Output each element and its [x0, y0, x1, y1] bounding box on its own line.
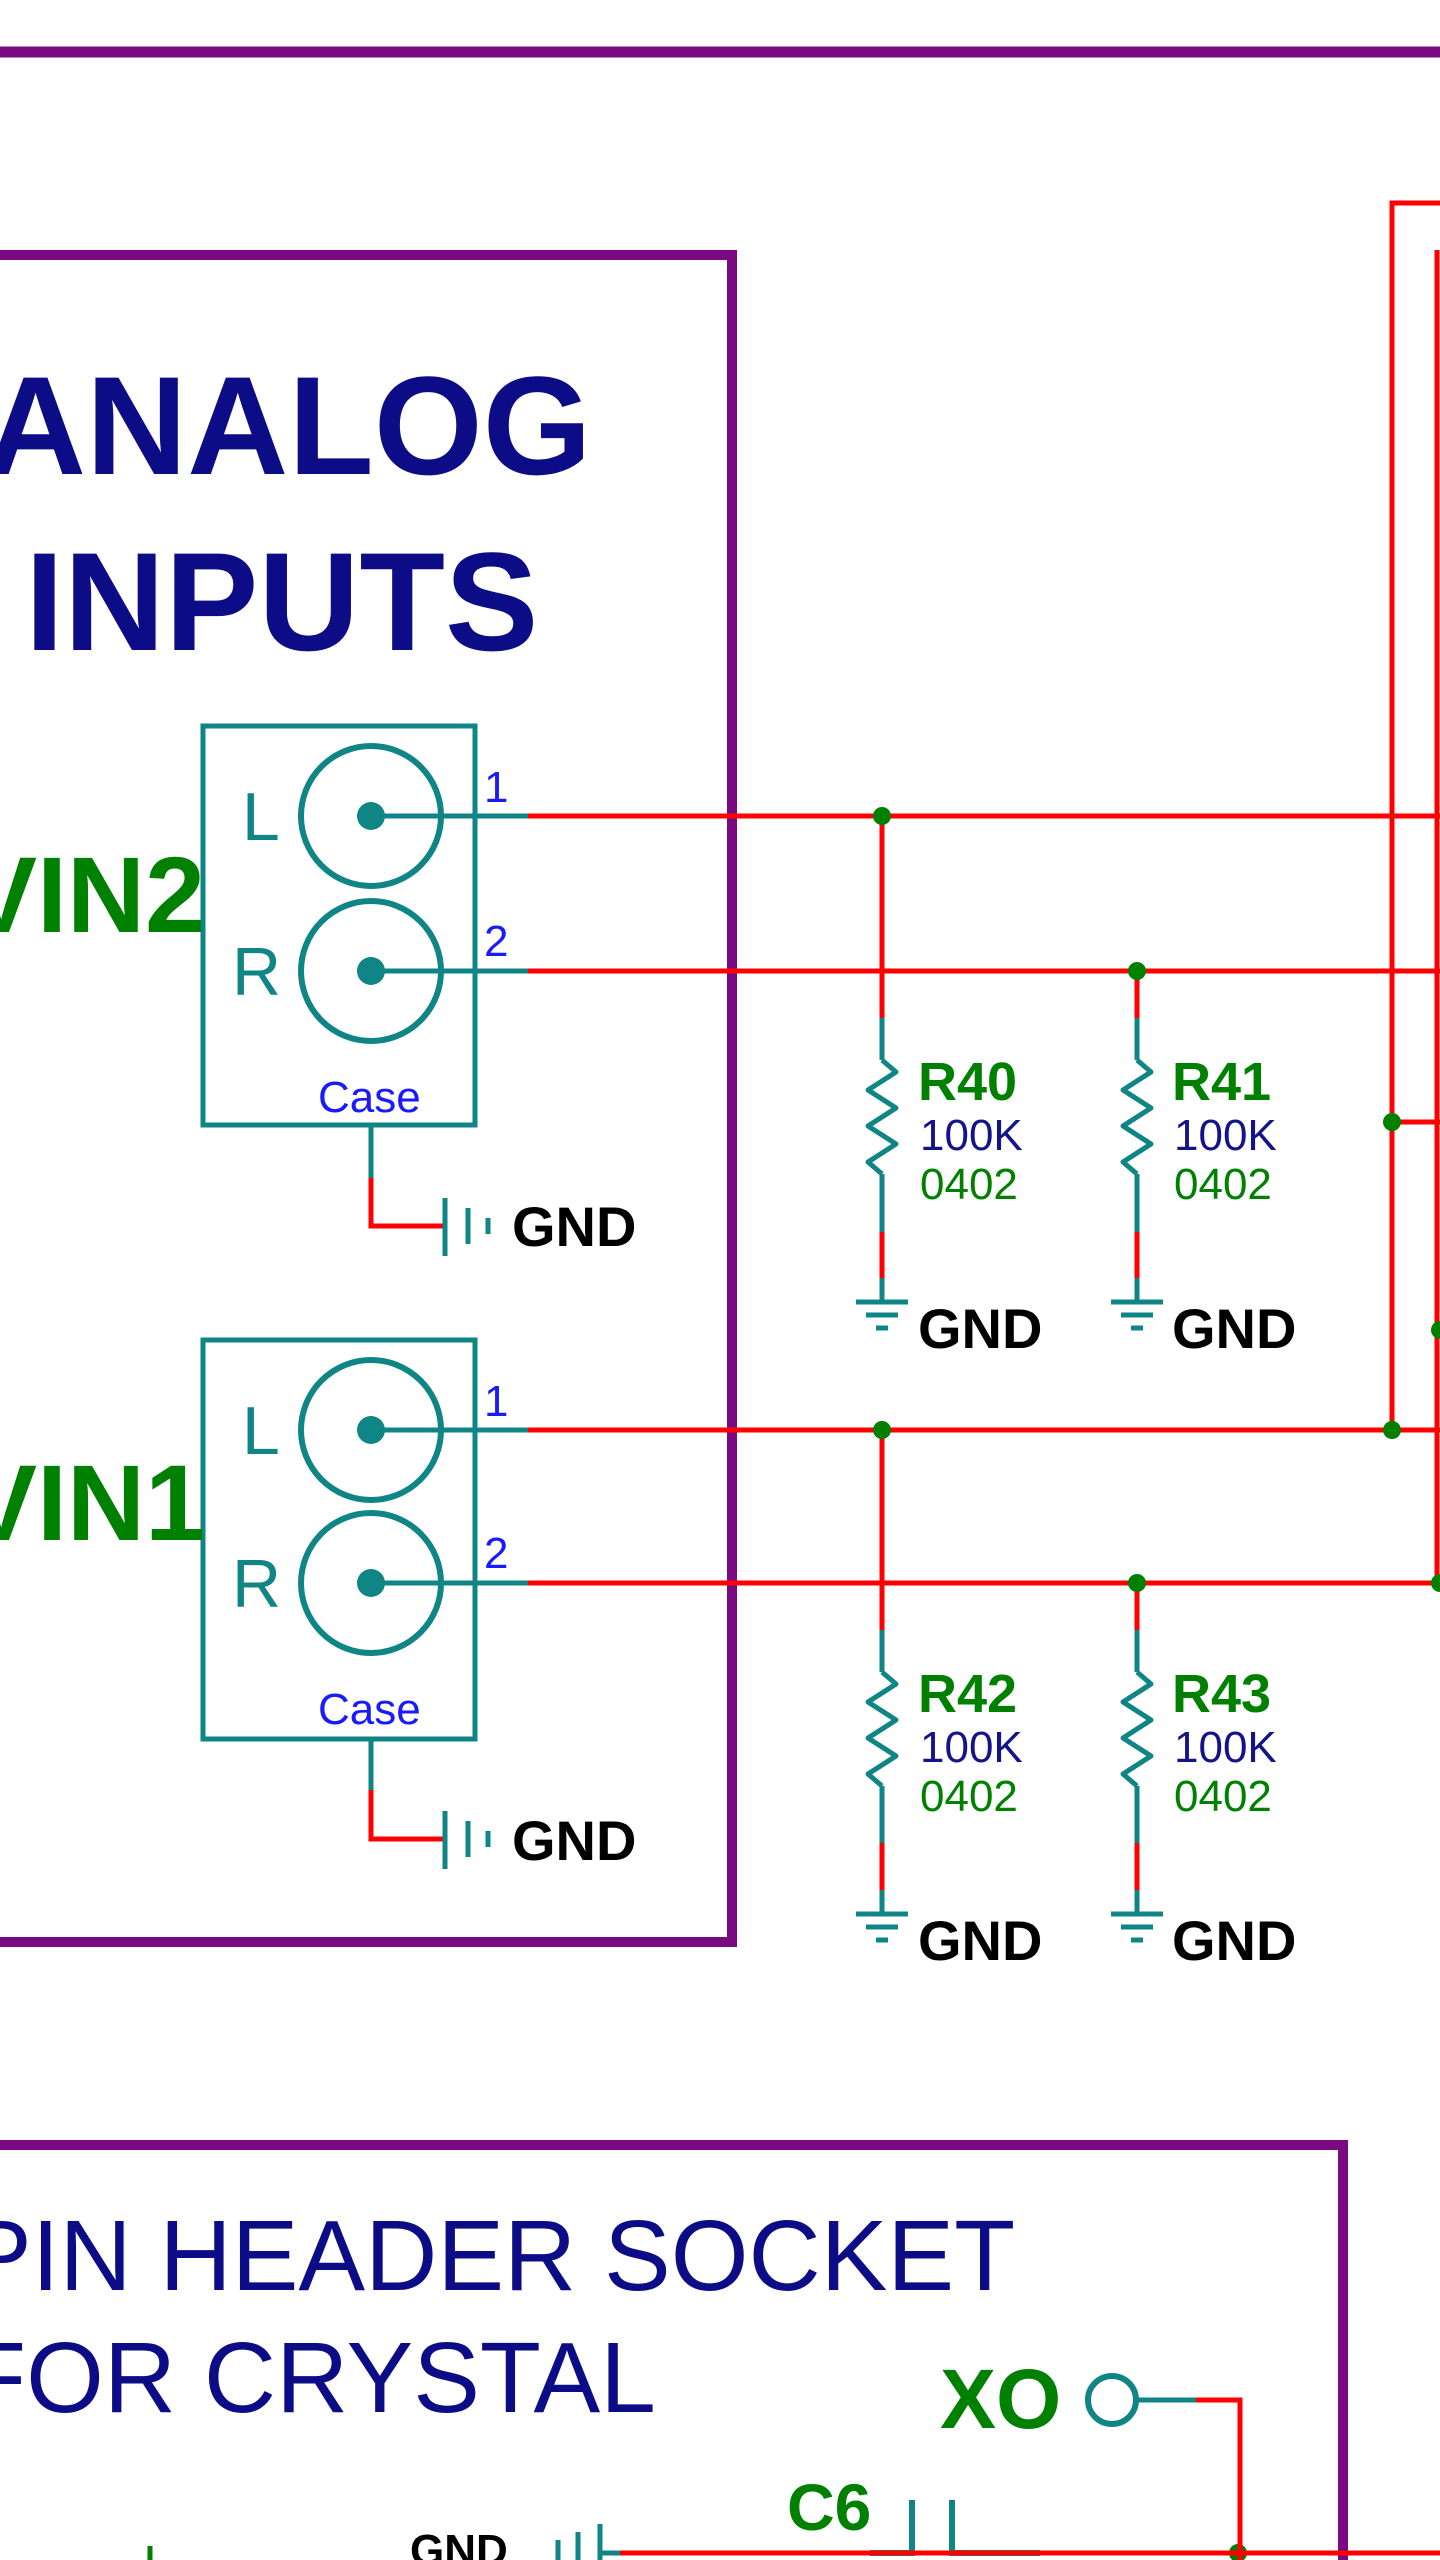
junction-dot — [1383, 1421, 1401, 1439]
right-bus-wire-outer — [1389, 200, 1440, 1430]
c6-label: C6 — [787, 2470, 871, 2544]
vin1-pin2: 2 — [484, 1529, 508, 1578]
vin2-case-label: Case — [318, 1073, 421, 1122]
r42-ref: R42 — [918, 1664, 1017, 1724]
crystal-title-line1: PIN HEADER SOCKET — [0, 2200, 1015, 2312]
junction-dot — [1431, 1321, 1440, 1339]
crystal-gnd-symbol — [555, 2524, 630, 2560]
vin1-body — [200, 1337, 478, 1742]
r41-gnd-label: GND — [1172, 1297, 1296, 1360]
vin1-ch-r: R — [232, 1546, 281, 1622]
analog-title-line2: INPUTS — [25, 523, 538, 680]
vin1-gnd-label: GND — [512, 1809, 636, 1872]
r40-gnd-label: GND — [918, 1297, 1042, 1360]
r40-ref: R40 — [918, 1052, 1017, 1112]
junction-dot — [1431, 1574, 1440, 1592]
vin2-pin1: 1 — [484, 763, 508, 812]
junction-dot — [873, 1421, 891, 1439]
r42-gnd-label: GND — [918, 1909, 1042, 1972]
junction-dot — [1128, 962, 1146, 980]
vin2-case-gnd-symbol — [442, 1198, 491, 1256]
junction-dot — [873, 807, 891, 825]
vin2-gnd-label: GND — [512, 1195, 636, 1258]
vin1-ch-l: L — [242, 1393, 280, 1469]
vin2-pin2: 2 — [484, 917, 508, 966]
connector-vin2 — [200, 723, 528, 1256]
analog-inputs-frame — [0, 250, 737, 1947]
r40-value: 100K — [920, 1111, 1023, 1160]
r41-ref: R41 — [1172, 1052, 1271, 1112]
crystal-gnd-label: GND — [410, 2526, 508, 2560]
crystal-section-frame — [0, 2140, 1348, 2560]
r40-package: 0402 — [920, 1160, 1018, 1209]
r42-package: 0402 — [920, 1772, 1018, 1821]
r43-ref: R43 — [1172, 1664, 1271, 1724]
resistor-r40-symbol — [865, 1018, 899, 1232]
gnd-symbol-r41 — [1111, 1278, 1163, 1331]
resistor-r43-symbol — [1120, 1630, 1154, 1843]
r43-value: 100K — [1174, 1723, 1277, 1772]
vin2-ch-r: R — [232, 934, 281, 1010]
gnd-symbol-r42 — [856, 1890, 908, 1943]
resistor-r42-symbol — [865, 1630, 899, 1843]
vin2-body — [200, 723, 478, 1128]
connector-vin1 — [200, 1337, 528, 1869]
r41-value: 100K — [1174, 1111, 1277, 1160]
crystal-title-line2: FOR CRYSTAL — [0, 2322, 656, 2434]
gnd-symbol-r43 — [1111, 1890, 1163, 1943]
c6-capacitor-symbol — [870, 2500, 1040, 2556]
junction-dot — [1383, 1113, 1401, 1131]
r43-package: 0402 — [1174, 1772, 1272, 1821]
vin1-pin1: 1 — [484, 1377, 508, 1426]
vin2-label: VIN2 — [0, 834, 205, 955]
resistor-r41-symbol — [1120, 1018, 1154, 1232]
xo-label: XO — [940, 2352, 1061, 2446]
xo-pin-symbol — [1085, 2373, 1243, 2560]
analog-title-line1: ANALOG — [0, 347, 592, 504]
vin1-case-gnd-symbol — [442, 1811, 491, 1869]
r41-package: 0402 — [1174, 1160, 1272, 1209]
vin1-label: VIN1 — [0, 1442, 205, 1563]
vin2-ch-l: L — [242, 779, 280, 855]
gnd-symbol-r40 — [856, 1278, 908, 1331]
vin1-case-label: Case — [318, 1685, 421, 1734]
r42-value: 100K — [920, 1723, 1023, 1772]
junction-dot — [1128, 1574, 1146, 1592]
r43-gnd-label: GND — [1172, 1909, 1296, 1972]
